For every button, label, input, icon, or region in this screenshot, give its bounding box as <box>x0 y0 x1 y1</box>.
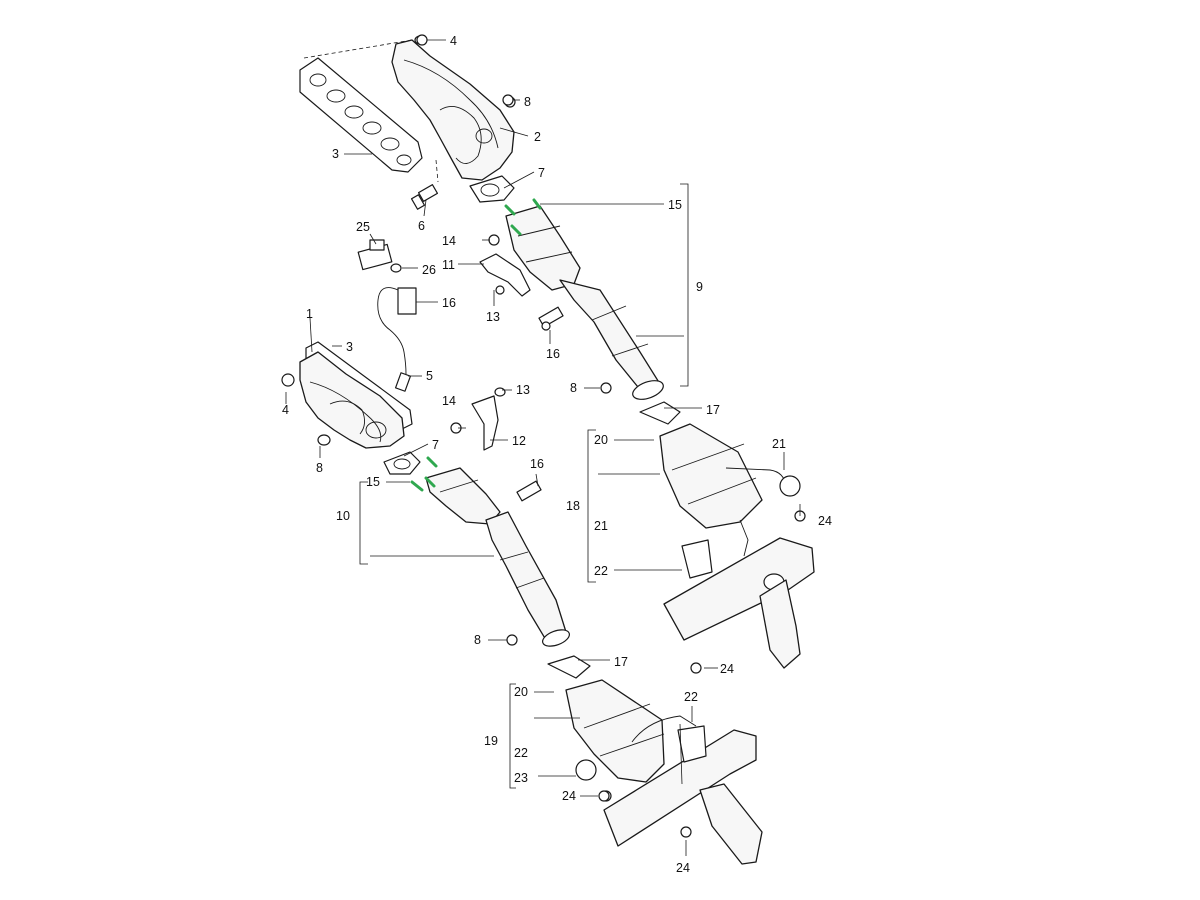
fasteners <box>416 34 612 802</box>
manifold-gasket-upper <box>299 57 423 173</box>
callout-14: 14 <box>442 234 456 248</box>
callout-20: 20 <box>514 685 528 699</box>
leader-lines <box>285 39 801 856</box>
callout-26: 26 <box>422 263 436 277</box>
catalytic-converter-upper <box>505 205 664 400</box>
stud-highlight <box>504 204 516 216</box>
manifold-flange-gasket-upper <box>469 175 515 203</box>
rear-catalyst-upper <box>639 401 806 529</box>
oxygen-sensor-harness <box>377 287 417 392</box>
callout-12: 12 <box>512 434 526 448</box>
callout-13: 13 <box>516 383 530 397</box>
stud-highlight <box>532 198 542 210</box>
callout-8: 8 <box>524 95 531 109</box>
callout-11: 11 <box>442 258 455 272</box>
callout-8: 8 <box>570 381 577 395</box>
callout-21: 21 <box>594 519 608 533</box>
callout-4: 4 <box>450 34 457 48</box>
callout-19: 19 <box>484 734 498 748</box>
callout-6: 6 <box>418 219 425 233</box>
callout-22: 22 <box>594 564 608 578</box>
group-brackets <box>359 183 689 789</box>
manifold-flange-gasket-lower <box>383 451 421 475</box>
callout-21: 21 <box>772 437 786 451</box>
callout-22: 22 <box>514 746 528 760</box>
bracket-lower <box>450 387 506 451</box>
callout-17: 17 <box>614 655 628 669</box>
sensor-connector <box>357 239 402 273</box>
oxygen-sensor-upper <box>410 184 439 210</box>
callout-4: 4 <box>282 403 289 417</box>
callout-3: 3 <box>332 147 339 161</box>
callout-25: 25 <box>356 220 370 234</box>
rear-crossmember-upper <box>663 519 815 674</box>
callout-9: 9 <box>696 280 703 294</box>
callout-7: 7 <box>432 438 439 452</box>
callout-2: 2 <box>534 130 541 144</box>
callout-24: 24 <box>818 514 832 528</box>
callout-15: 15 <box>668 198 682 212</box>
callout-16: 16 <box>442 296 456 310</box>
callout-8: 8 <box>316 461 323 475</box>
callout-1: 1 <box>306 307 313 321</box>
callout-18: 18 <box>566 499 580 513</box>
callout-8: 8 <box>474 633 481 647</box>
stud-highlight <box>426 456 438 468</box>
stud-highlight <box>510 224 522 236</box>
callout-labels: 4 8 2 3 7 6 15 25 14 26 11 9 16 13 16 1 … <box>282 34 832 875</box>
callout-22: 22 <box>684 690 698 704</box>
callout-7: 7 <box>538 166 545 180</box>
stud-highlight <box>424 476 436 488</box>
callout-16: 16 <box>530 457 544 471</box>
stud-highlight <box>410 480 424 492</box>
callout-24: 24 <box>676 861 690 875</box>
callout-3: 3 <box>346 340 353 354</box>
callout-13: 13 <box>486 310 500 324</box>
callout-17: 17 <box>706 403 720 417</box>
temperature-sensor-lower <box>516 480 542 502</box>
temperature-sensor-upper <box>538 306 564 331</box>
callout-10: 10 <box>336 509 350 523</box>
callout-15: 15 <box>366 475 380 489</box>
callout-5: 5 <box>426 369 433 383</box>
callout-14: 14 <box>442 394 456 408</box>
callout-23: 23 <box>514 771 528 785</box>
rear-catalyst-lower <box>547 655 697 802</box>
callout-16: 16 <box>546 347 560 361</box>
callout-20: 20 <box>594 433 608 447</box>
exhaust-manifold-lower <box>281 351 405 449</box>
rear-crossmember-lower <box>603 725 763 865</box>
catalytic-converter-lower <box>425 467 570 647</box>
callout-24: 24 <box>720 662 734 676</box>
bracket-upper <box>479 234 531 297</box>
exhaust-manifold-upper <box>391 35 516 181</box>
callout-24: 24 <box>562 789 576 803</box>
